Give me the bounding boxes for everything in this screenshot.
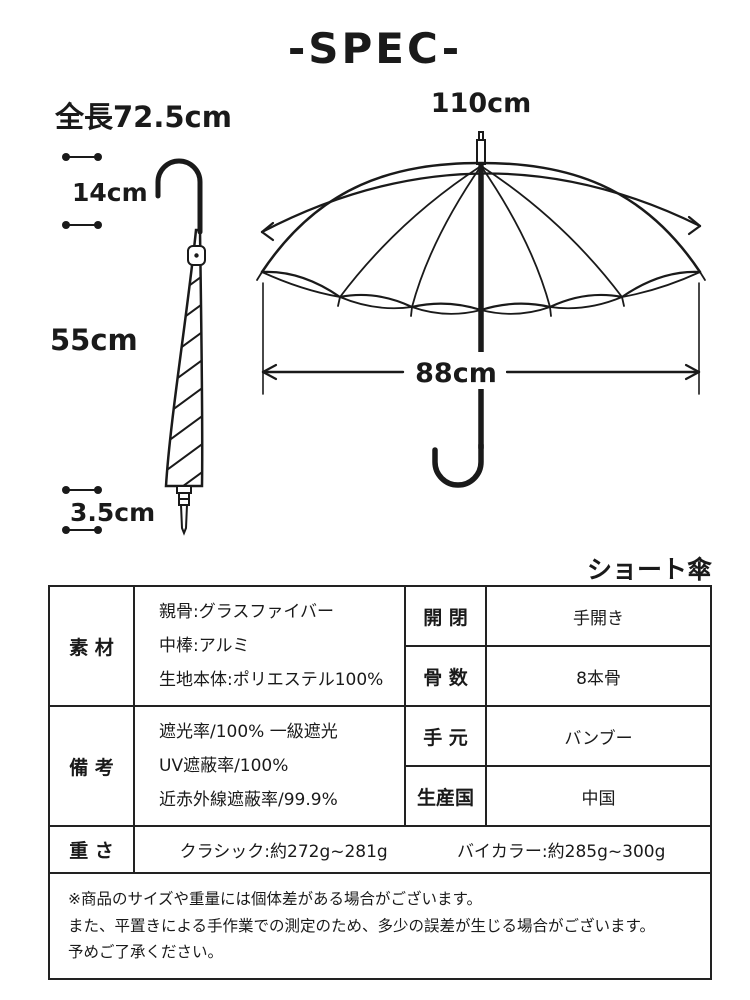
canopy-stripes — [166, 234, 203, 486]
ribs-value: 8本骨 — [485, 645, 712, 707]
disclaimer-line: また、平置きによる手作業での測定のため、多少の誤差が生じる場合がございます。 — [68, 916, 655, 935]
spec-line: 近赤外線遮蔽率/99.9% — [159, 790, 338, 810]
open-umbrella-diagram — [256, 131, 706, 488]
spec-line: 生地本体:ポリエステル100% — [159, 670, 384, 690]
total-length-label: 全長72.5cm — [54, 100, 232, 134]
spec-table: 素 材 親骨:グラスファイバー 中棒:アルミ 生地本体:ポリエステル100% 開… — [48, 585, 712, 980]
spec-line: UV遮蔽率/100% — [159, 756, 289, 776]
disclaimer-line: 予めご了承ください。 — [68, 943, 224, 962]
table-row: 骨 数 8本骨 — [49, 645, 712, 707]
open-umbrella-canopy — [260, 161, 702, 274]
open-close-value: 手開き — [485, 585, 712, 647]
open-umbrella-handle — [432, 442, 484, 488]
canopy-ribs — [339, 165, 623, 308]
weight-bicolor: バイカラー:約285g~300g — [456, 842, 666, 862]
disclaimer: ※商品のサイズや重量には個体差がある場合がございます。 また、平置きによる手作業… — [48, 872, 712, 980]
closed-umbrella-canopy — [164, 228, 204, 488]
closed-umbrella-tip — [176, 485, 192, 536]
body-length-label: 55cm — [50, 323, 138, 357]
notes-label: 備 考 — [48, 705, 135, 827]
open-umbrella-ferrule — [476, 131, 486, 165]
open-diameter-arrow — [261, 282, 701, 395]
table-row: 素 材 親骨:グラスファイバー 中棒:アルミ 生地本体:ポリエステル100% 開… — [48, 585, 712, 707]
table-row: 生産国 中国 — [49, 765, 712, 827]
dimension-marks — [62, 153, 102, 534]
spec-line: 中棒:アルミ — [159, 636, 250, 656]
country-label: 生産国 — [404, 765, 487, 827]
table-row: 重 さ クラシック:約272g~281g バイカラー:約285g~300g — [48, 825, 712, 874]
open-close-label: 開 閉 — [404, 585, 487, 647]
disclaimer-line: ※商品のサイズや重量には個体差がある場合がございます。 — [68, 890, 482, 908]
umbrella-type-label: ショート傘 — [586, 555, 712, 584]
notes-values: 遮光率/100% 一級遮光 UV遮蔽率/100% 近赤外線遮蔽率/99.9% — [133, 705, 406, 827]
handle-value: バンブー — [485, 705, 712, 767]
spec-line: 親骨:グラスファイバー — [159, 602, 335, 622]
material-values: 親骨:グラスファイバー 中棒:アルミ 生地本体:ポリエステル100% — [133, 585, 406, 707]
material-label: 素 材 — [48, 585, 135, 707]
umbrella-diagrams: 全長72.5cm 14cm 55cm 3.5cm — [50, 88, 706, 536]
closed-umbrella-handle — [155, 158, 203, 235]
weight-values: クラシック:約272g~281g バイカラー:約285g~300g — [133, 825, 712, 874]
open-diameter-label: 88cm — [415, 358, 497, 389]
weight-label: 重 さ — [48, 825, 135, 874]
country-value: 中国 — [485, 765, 712, 827]
weight-classic: クラシック:約272g~281g — [179, 842, 388, 862]
arc-width-label: 110cm — [431, 88, 532, 119]
ribs-label: 骨 数 — [404, 645, 487, 707]
tip-length-label: 3.5cm — [70, 498, 155, 527]
page-title: -SPEC- — [287, 24, 463, 73]
table-row: ※商品のサイズや重量には個体差がある場合がございます。 また、平置きによる手作業… — [48, 872, 712, 980]
table-row: 備 考 遮光率/100% 一級遮光 UV遮蔽率/100% 近赤外線遮蔽率/99.… — [48, 705, 712, 827]
handle-length-label: 14cm — [72, 178, 148, 207]
spec-line: 遮光率/100% 一級遮光 — [159, 722, 338, 742]
handle-label: 手 元 — [404, 705, 487, 767]
